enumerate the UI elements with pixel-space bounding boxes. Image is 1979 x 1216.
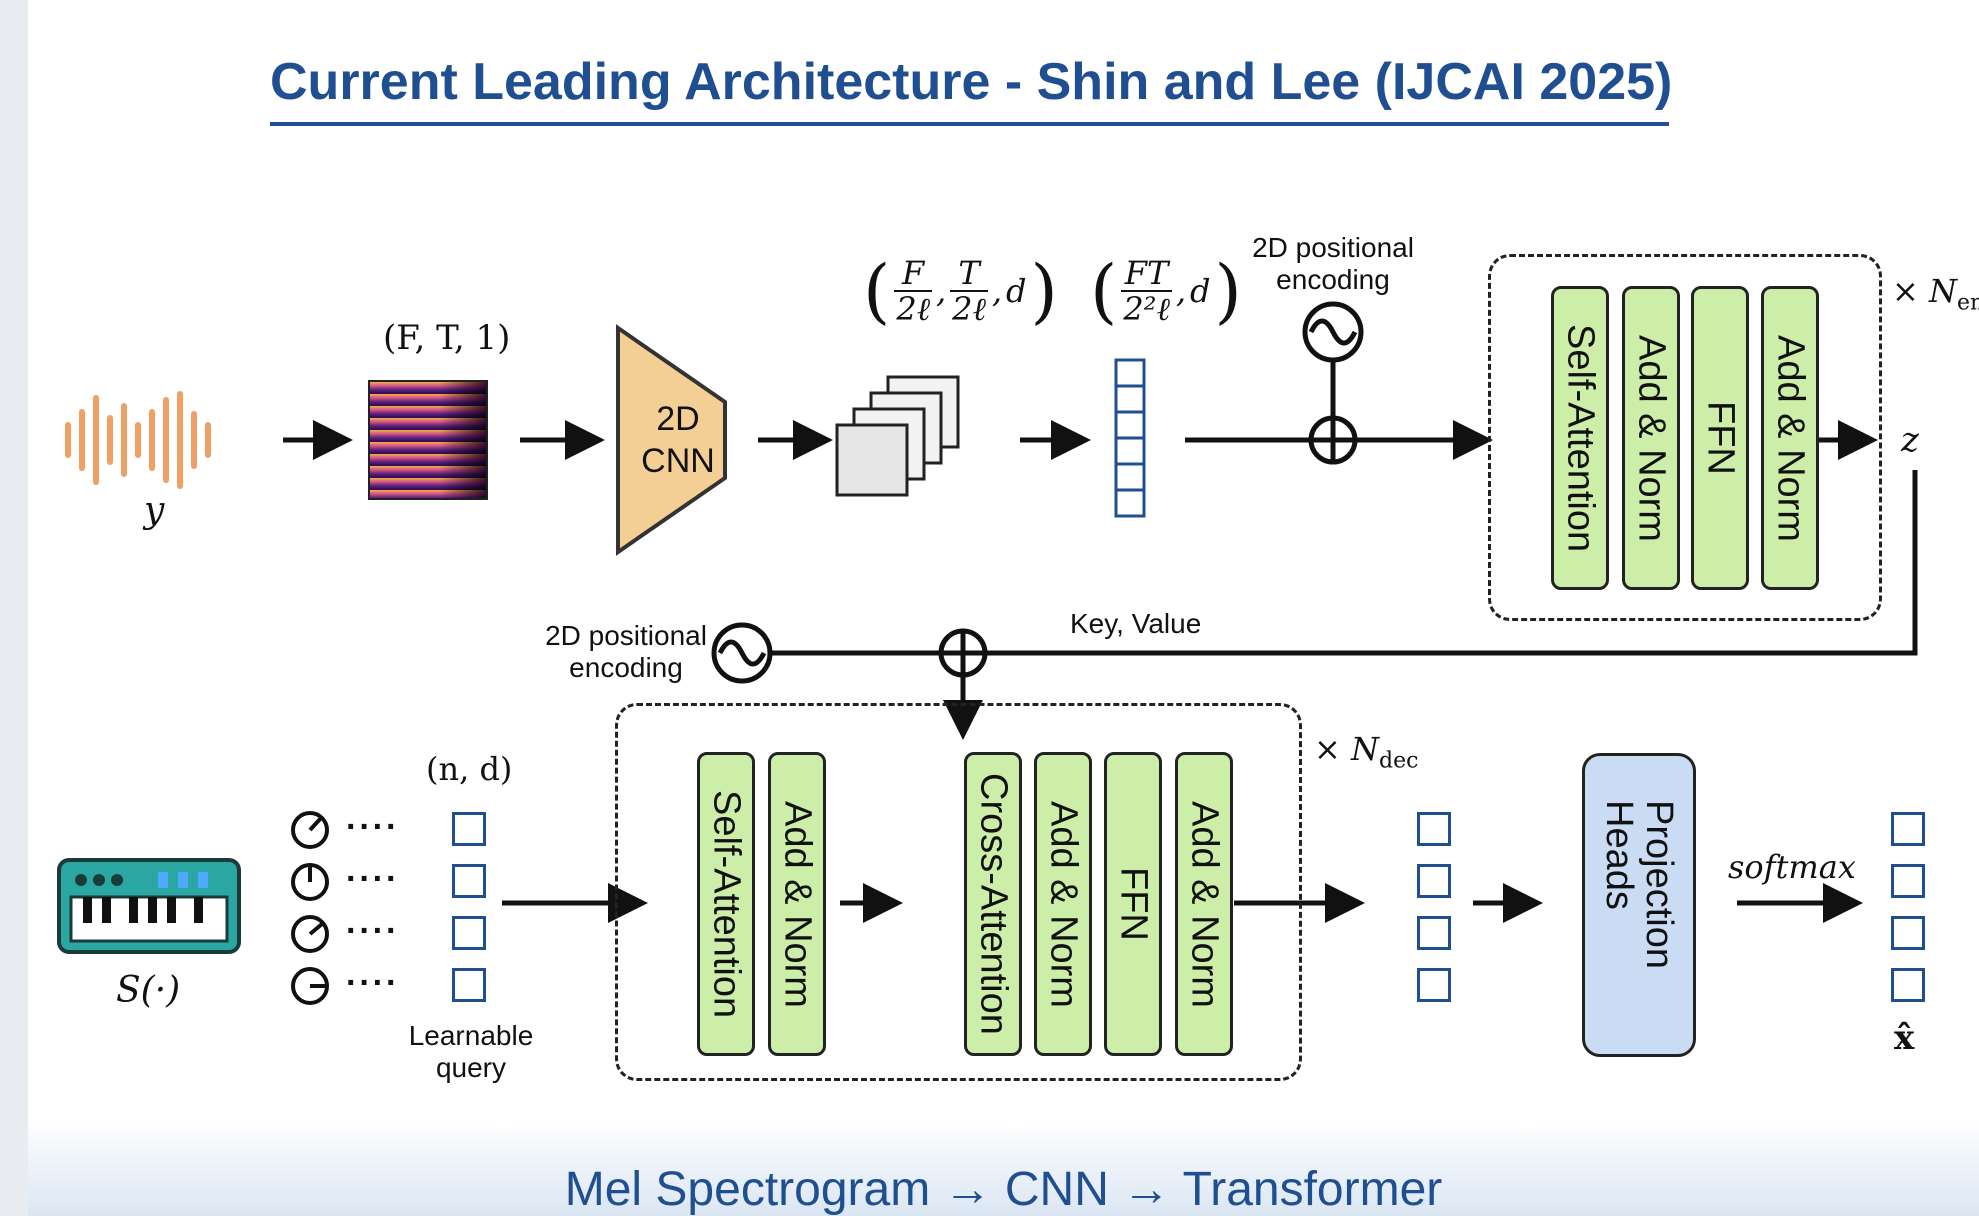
- query-dots: ····: [346, 808, 400, 846]
- encoder-output-label: z: [1901, 420, 1919, 460]
- plus-circle-icon: [938, 628, 988, 678]
- learnable-query-label: Learnable query: [408, 1020, 534, 1083]
- enc-block-label: Add & Norm: [1630, 334, 1673, 542]
- final-output-label: x̂: [1894, 1018, 1915, 1058]
- enc-repeat-sub: enc: [1956, 290, 1979, 316]
- final-output-token: [1891, 864, 1925, 898]
- encoder-stack: [1488, 254, 1882, 621]
- decoder-output-token: [1417, 916, 1451, 950]
- dec-block-label: Self-Attention: [705, 789, 748, 1019]
- final-output-token: [1891, 968, 1925, 1002]
- decoder-repeat-label: × Ndec: [1314, 730, 1418, 773]
- dec-add-norm-block-1: Add & Norm: [768, 752, 826, 1056]
- feat-F: F: [902, 254, 925, 292]
- final-output-token: [1891, 916, 1925, 950]
- enc-ffn-block: FFN: [1691, 286, 1749, 590]
- dec-self-attention-block: Self-Attention: [697, 752, 755, 1056]
- enc-block-label: Self-Attention: [1559, 323, 1602, 553]
- dec-block-label: FFN: [1112, 867, 1155, 941]
- cnn-trapezoid: [616, 324, 727, 556]
- proj-label: Projection Heads: [1598, 800, 1680, 969]
- dec-repeat-text: × N: [1314, 730, 1379, 768]
- query-token: [452, 968, 486, 1002]
- feature-shape-label: ( F 2ℓ , T 2ℓ , d ): [863, 250, 1058, 332]
- spectrogram-shape-label: (F, T, 1): [383, 318, 511, 358]
- footer-caption: Mel Spectrogram → CNN → Transformer: [564, 1163, 1443, 1216]
- enc-add-norm-block-2: Add & Norm: [1761, 286, 1819, 590]
- sinusoid-icon: [1302, 301, 1364, 363]
- connector-layer: [57, 301, 1918, 1005]
- decoder-posenc-label: 2D positional encoding: [545, 620, 707, 683]
- flat-shape-label: ( FT 2²ℓ , d ): [1090, 250, 1242, 332]
- dec-ffn-block: FFN: [1104, 752, 1162, 1056]
- cnn-label-line1: 2D: [656, 400, 700, 438]
- flat-num: FT: [1124, 254, 1169, 292]
- feat-den-2: 2ℓ: [950, 290, 988, 328]
- query-token: [452, 864, 486, 898]
- plus-circle-icon: [1308, 415, 1358, 465]
- encoder-posenc-label: 2D positional encoding: [1252, 232, 1414, 295]
- query-dots: ····: [346, 860, 400, 898]
- dec-add-norm-block-3: Add & Norm: [1175, 752, 1233, 1056]
- enc-block-label: Add & Norm: [1769, 334, 1812, 542]
- softmax-label: softmax: [1728, 848, 1856, 886]
- key-value-label: Key, Value: [1070, 608, 1202, 639]
- dec-block-label: Add & Norm: [1042, 800, 1085, 1008]
- enc-self-attention-block: Self-Attention: [1551, 286, 1609, 590]
- feat-d: d: [1006, 272, 1027, 310]
- enc-add-norm-block-1: Add & Norm: [1622, 286, 1680, 590]
- decoder-output-token: [1417, 864, 1451, 898]
- title-underline: [270, 122, 1669, 126]
- dec-add-norm-block-2: Add & Norm: [1034, 752, 1092, 1056]
- sinusoid-icon: [711, 622, 773, 684]
- input-waveform-label: y: [144, 490, 165, 531]
- feat-den-1: 2ℓ: [894, 290, 932, 328]
- dec-block-label: Add & Norm: [1183, 800, 1226, 1008]
- query-token: [452, 812, 486, 846]
- final-output-token: [1891, 812, 1925, 846]
- dec-repeat-sub: dec: [1378, 748, 1419, 774]
- slide: Current Leading Architecture - Shin and …: [28, 0, 1979, 1216]
- spectrogram-icon: [368, 380, 488, 500]
- synth-label: S(·): [116, 970, 181, 1011]
- z-to-decoder-line: [772, 470, 1918, 656]
- encoder-repeat-label: × Nenc: [1892, 272, 1979, 315]
- synthesizer-icon: [57, 858, 241, 954]
- query-shape-label: (n, d): [426, 750, 513, 788]
- cnn-label-line2: CNN: [641, 442, 715, 480]
- query-dots: ····: [346, 964, 400, 1002]
- knob-icon: [291, 811, 329, 1005]
- decoder-output-token: [1417, 968, 1451, 1002]
- dec-block-label: Add & Norm: [776, 800, 819, 1008]
- query-token: [452, 916, 486, 950]
- decoder-stack: [615, 703, 1302, 1081]
- query-dots: ····: [346, 912, 400, 950]
- flat-den: 2²ℓ: [1121, 290, 1172, 328]
- projection-heads-block: Projection Heads: [1582, 753, 1696, 1057]
- feat-T: T: [958, 254, 980, 292]
- enc-repeat-text: × N: [1892, 272, 1957, 310]
- footer-band: [28, 1128, 1979, 1216]
- token-column: [1114, 358, 1146, 518]
- waveform-icon: [65, 391, 211, 489]
- dec-cross-attention-block: Cross-Attention: [964, 752, 1022, 1056]
- decoder-output-token: [1417, 812, 1451, 846]
- slide-title: Current Leading Architecture - Shin and …: [270, 53, 1673, 111]
- dec-block-label: Cross-Attention: [972, 773, 1015, 1035]
- feature-maps-icon: [835, 375, 960, 497]
- enc-block-label: FFN: [1699, 401, 1742, 475]
- cnn-label: 2D CNN: [638, 398, 718, 482]
- flat-d: d: [1190, 272, 1211, 310]
